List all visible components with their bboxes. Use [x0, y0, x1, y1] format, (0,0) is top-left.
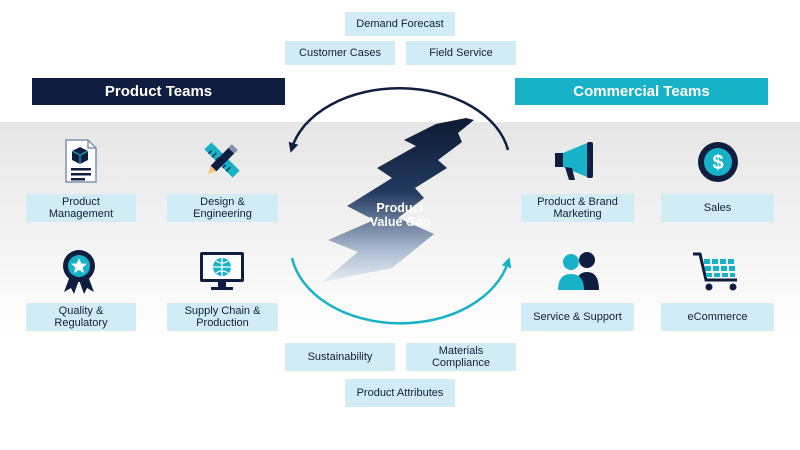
- topic-sustainability: Sustainability: [285, 343, 395, 371]
- monitor-globe-icon: [198, 250, 246, 297]
- people-icon: [555, 250, 603, 297]
- value-gap-label: Product Value Gap: [345, 201, 455, 229]
- svg-text:$: $: [712, 152, 723, 174]
- topic-demand-forecast: Demand Forecast: [345, 12, 455, 36]
- team-sales: Sales: [661, 194, 774, 222]
- megaphone-icon: [553, 140, 601, 187]
- team-quality-regulatory: Quality & Regulatory: [26, 303, 136, 331]
- arc-bottom-arrow: [290, 257, 512, 325]
- dollar-coin-icon: $: [696, 140, 740, 189]
- team-design-engineering: Design & Engineering: [167, 194, 278, 222]
- arc-top-arrow: [288, 86, 510, 153]
- commercial-teams-header: Commercial Teams: [515, 78, 768, 105]
- document-cube-icon: [60, 138, 100, 189]
- topic-field-service: Field Service: [406, 41, 516, 65]
- product-teams-header: Product Teams: [32, 78, 285, 105]
- team-product-management: Product Management: [26, 194, 136, 222]
- award-star-icon: [58, 248, 100, 299]
- topic-customer-cases: Customer Cases: [285, 41, 395, 65]
- topic-materials-compliance: Materials Compliance: [406, 343, 516, 371]
- team-ecommerce: eCommerce: [661, 303, 774, 331]
- crack-shape: [322, 118, 474, 282]
- value-gap-line2: Value Gap: [369, 215, 431, 229]
- value-gap-line1: Product: [376, 201, 424, 215]
- shopping-cart-icon: [691, 250, 745, 297]
- team-service-support: Service & Support: [521, 303, 634, 331]
- team-supply-chain: Supply Chain & Production: [167, 303, 278, 331]
- team-product-brand-marketing: Product & Brand Marketing: [521, 194, 634, 222]
- topic-product-attributes: Product Attributes: [345, 379, 455, 407]
- ruler-pencil-icon: [200, 138, 244, 187]
